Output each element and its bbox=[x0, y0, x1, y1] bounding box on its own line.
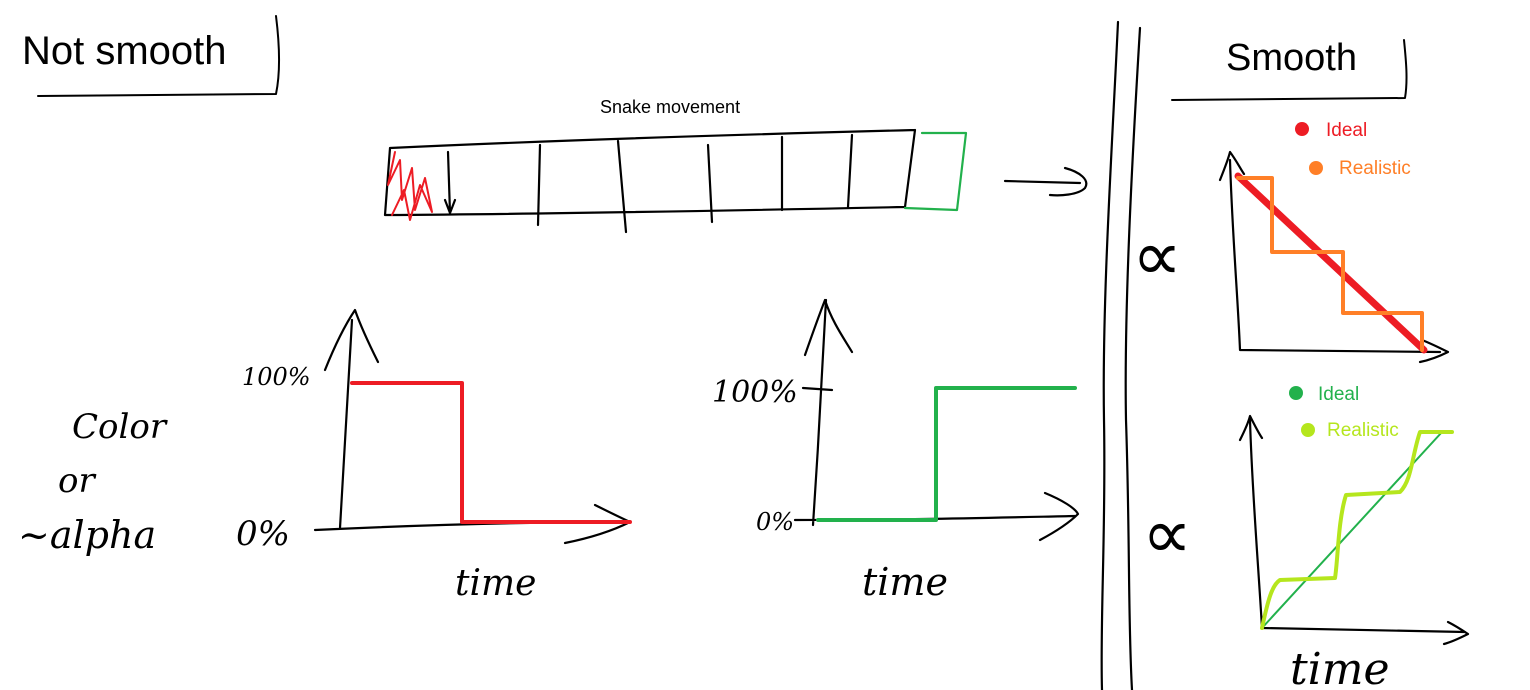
right-bottom-realistic-step bbox=[1260, 430, 1454, 630]
snake-body-outline bbox=[383, 128, 917, 217]
left-y-label-line2: or bbox=[58, 461, 96, 501]
snake-diagram: Snake movement bbox=[383, 97, 1088, 234]
header-smooth: Smooth bbox=[1171, 37, 1408, 101]
legend-ideal-green-dot bbox=[1289, 386, 1303, 400]
right-bottom-graph: ∝ Ideal Realistic time bbox=[1142, 384, 1470, 690]
right-top-graph: ∝ Ideal Realistic bbox=[1132, 120, 1450, 364]
snake-segment-dividers bbox=[443, 133, 854, 234]
header-right-underline bbox=[1171, 39, 1408, 101]
left-y-label-line3: ~alpha bbox=[18, 513, 156, 557]
middle-graph-axes bbox=[793, 298, 1080, 542]
middle-x-label: time bbox=[862, 560, 948, 604]
middle-graph: 100% 0% time bbox=[712, 298, 1080, 604]
snake-label: Snake movement bbox=[600, 97, 740, 117]
right-top-realistic-step bbox=[1236, 176, 1424, 352]
snake-head-segment bbox=[903, 131, 968, 212]
header-left-underline bbox=[37, 15, 281, 97]
legend-ideal-red-label: Ideal bbox=[1326, 120, 1367, 141]
header-left-text: Not smooth bbox=[22, 29, 227, 73]
right-top-y-label: ∝ bbox=[1132, 217, 1182, 295]
right-top-axes bbox=[1218, 150, 1450, 364]
left-x-label: time bbox=[455, 563, 536, 604]
middle-y-high-label: 100% bbox=[712, 375, 798, 410]
right-bottom-axes bbox=[1238, 414, 1470, 646]
left-y-label-line1: Color bbox=[72, 407, 168, 447]
right-bottom-y-label: ∝ bbox=[1142, 495, 1192, 573]
middle-graph-green-step bbox=[816, 386, 1077, 522]
legend-ideal-green-label: Ideal bbox=[1318, 384, 1359, 405]
legend-realistic-orange-dot bbox=[1309, 161, 1323, 175]
left-graph-red-step bbox=[350, 381, 632, 524]
header-not-smooth: Not smooth bbox=[22, 15, 281, 97]
left-graph-axes bbox=[313, 308, 632, 545]
legend-ideal-red-dot bbox=[1295, 122, 1309, 136]
middle-y-low-label: 0% bbox=[756, 508, 794, 536]
section-divider bbox=[1100, 20, 1142, 690]
legend-realistic-lime-label: Realistic bbox=[1327, 420, 1399, 441]
left-graph: 100% 0% time Color or ~alpha bbox=[18, 308, 632, 604]
header-right-text: Smooth bbox=[1226, 37, 1357, 79]
left-y-low-label: 0% bbox=[236, 514, 290, 554]
right-bottom-x-label: time bbox=[1290, 644, 1390, 690]
snake-arrow bbox=[1003, 166, 1088, 197]
legend-realistic-orange-label: Realistic bbox=[1339, 158, 1411, 179]
right-top-ideal-line bbox=[1234, 172, 1428, 354]
left-y-high-label: 100% bbox=[242, 363, 311, 391]
legend-realistic-lime-dot bbox=[1301, 423, 1315, 437]
right-bottom-ideal-line bbox=[1261, 431, 1443, 629]
snake-tail-scribble bbox=[387, 151, 433, 221]
